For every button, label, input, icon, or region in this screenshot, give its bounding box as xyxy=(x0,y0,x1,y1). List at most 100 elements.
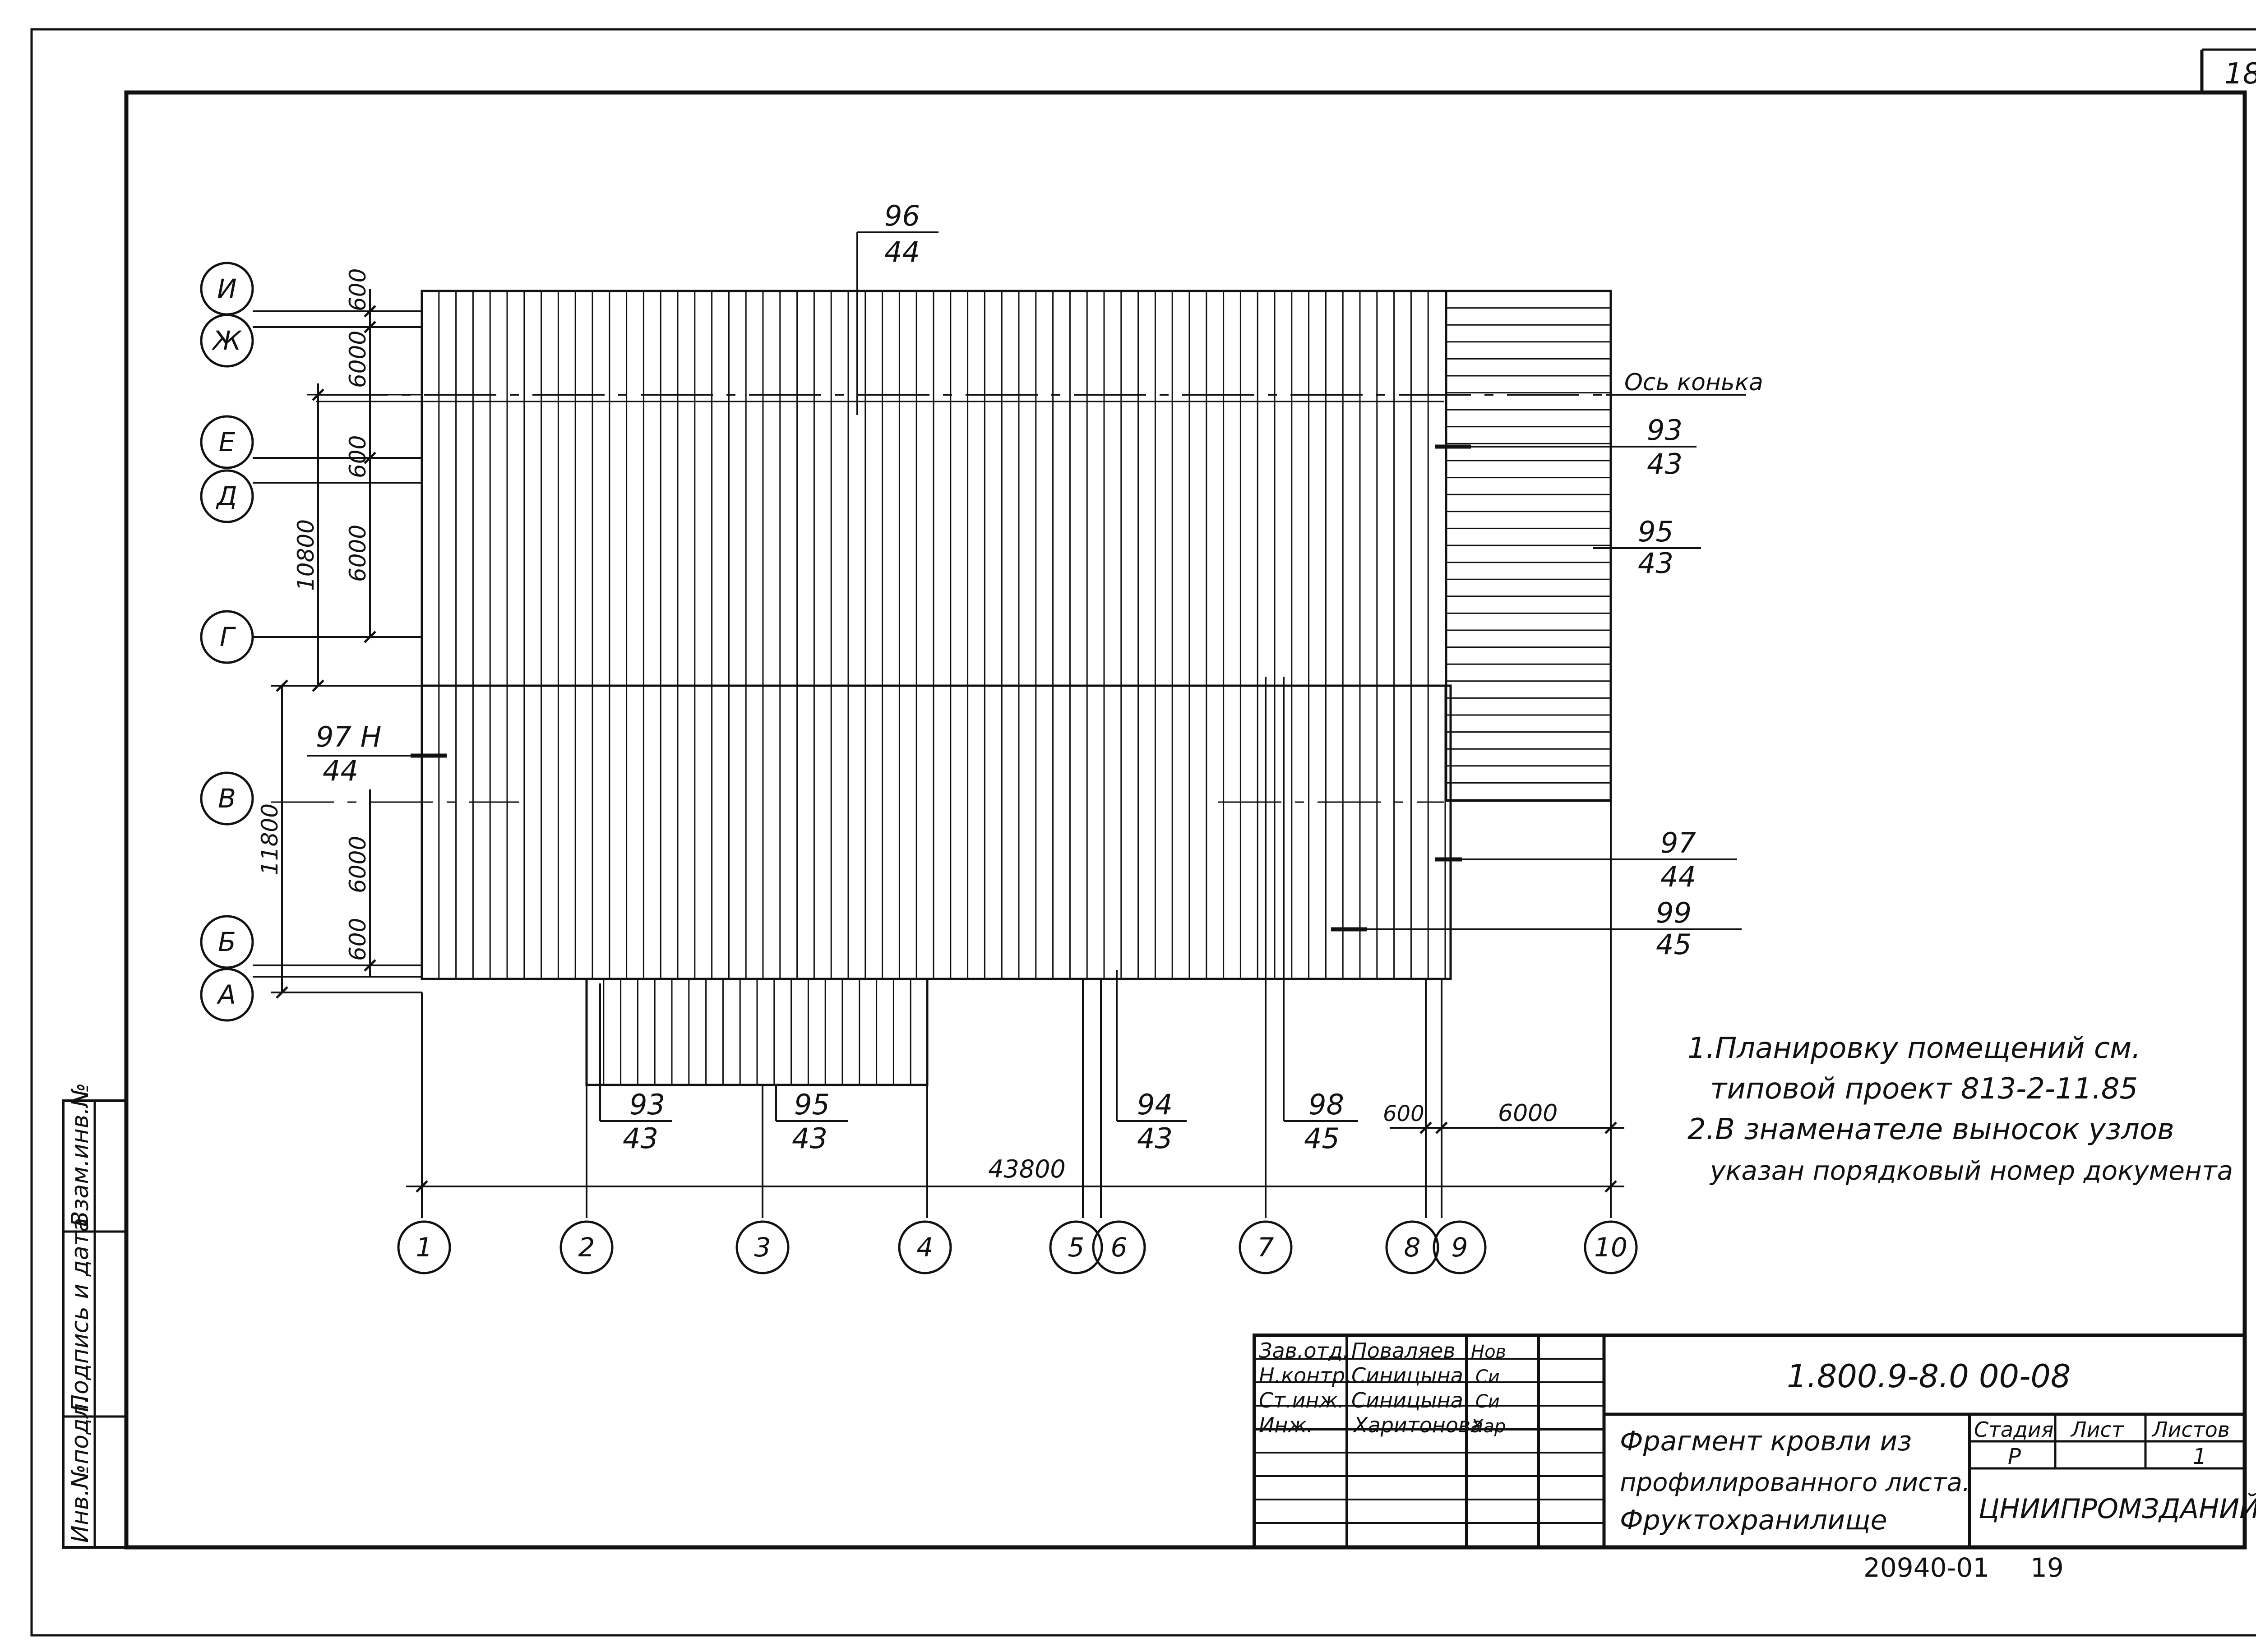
svg-text:9: 9 xyxy=(1452,1232,1468,1263)
axis-row-B: Б xyxy=(200,915,422,969)
footer-page: 19 xyxy=(2030,1552,2064,1583)
svg-text:5: 5 xyxy=(1068,1232,1085,1263)
callout-94-43: 94 43 xyxy=(1116,970,1187,1155)
svg-text:Синицына: Синицына xyxy=(1351,1388,1463,1412)
svg-text:43: 43 xyxy=(1638,547,1674,580)
svg-text:В: В xyxy=(218,783,236,814)
title-role-0: Зав.отд. Поваляев Нов xyxy=(1259,1338,1506,1363)
side-stamp-replace: Взам.инв.№ xyxy=(67,1083,94,1227)
org-name: ЦНИИПРОМЗДАНИЙ xyxy=(1979,1493,2256,1525)
axis-col-4: 4 xyxy=(898,1085,952,1274)
axis-row-Zh: Ж xyxy=(200,314,422,368)
svg-text:7: 7 xyxy=(1257,1232,1274,1263)
svg-text:43: 43 xyxy=(1647,448,1683,480)
axis-col-9: 9 xyxy=(1433,979,1487,1274)
svg-text:10: 10 xyxy=(1594,1232,1627,1263)
axis-row-G: Г xyxy=(200,610,422,664)
note-line-2: типовой проект 813-2-11.85 xyxy=(1710,1072,2138,1106)
svg-text:95: 95 xyxy=(794,1088,830,1121)
axis-col-8: 8 xyxy=(1385,979,1439,1274)
svg-text:6: 6 xyxy=(1111,1232,1128,1263)
sheet-number: 18 xyxy=(2224,57,2256,91)
ridge-label: Ось конька xyxy=(1624,369,1763,396)
callout-95-43-right: 95 43 xyxy=(1593,515,1701,580)
svg-text:Е: Е xyxy=(219,427,236,457)
axis-row-I: И xyxy=(200,262,422,316)
axis-col-3: 3 xyxy=(735,1085,790,1274)
svg-text:98: 98 xyxy=(1308,1088,1344,1121)
svg-text:43: 43 xyxy=(792,1122,828,1155)
svg-text:Ж: Ж xyxy=(212,325,242,356)
sheet-trim xyxy=(30,28,2256,1637)
callouts: 96 44 93 43 95 43 97 Н 44 97 44 xyxy=(307,199,1742,1155)
title-line-1: Фрагмент кровли из xyxy=(1620,1426,1912,1457)
dim-bottom-6000: 6000 xyxy=(1498,1100,1558,1127)
svg-text:Хар: Хар xyxy=(1470,1416,1506,1437)
axis-row-A: А xyxy=(200,968,422,1022)
svg-text:Инж.: Инж. xyxy=(1259,1413,1313,1437)
axis-row-D: Д xyxy=(200,469,422,523)
svg-text:93: 93 xyxy=(1647,414,1683,447)
callout-96-44: 96 44 xyxy=(856,199,938,415)
svg-text:44: 44 xyxy=(323,754,358,787)
dim-bottom-43800: 43800 xyxy=(988,1155,1066,1183)
svg-text:Синицына: Синицына xyxy=(1351,1363,1463,1388)
svg-text:Нов: Нов xyxy=(1471,1342,1506,1362)
sheet-header: Лист xyxy=(2070,1417,2124,1442)
svg-text:44: 44 xyxy=(884,235,920,268)
svg-text:45: 45 xyxy=(1304,1122,1340,1155)
drawing-frame xyxy=(124,90,2247,1550)
title-line-3: Фруктохранилище xyxy=(1620,1504,1887,1536)
roof-panel-stripes xyxy=(438,291,1611,1085)
sheets-value: 1 xyxy=(2193,1444,2207,1469)
svg-text:Си: Си xyxy=(1475,1391,1500,1412)
note-line-1: 1.Планировку помещений см. xyxy=(1687,1032,2141,1065)
axis-col-5: 5 xyxy=(1049,979,1103,1274)
svg-text:Харитонова: Харитонова xyxy=(1353,1413,1483,1437)
title-role-1: Н.контр. Синицына Си xyxy=(1259,1363,1500,1388)
notes: 1.Планировку помещений см. типовой проек… xyxy=(1687,1032,2233,1186)
title-role-2: Ст.инж. Синицына Си xyxy=(1259,1388,1500,1412)
svg-text:8: 8 xyxy=(1404,1232,1421,1263)
left-dimensions: 600 6000 600 6000 10800 11800 6000 600 xyxy=(257,268,422,999)
note-line-3: 2.В знаменателе выносок узлов xyxy=(1687,1113,2174,1146)
svg-text:97 Н: 97 Н xyxy=(316,720,381,753)
dim-left-10800: 10800 xyxy=(293,519,319,591)
callout-95-43-bottom: 95 43 xyxy=(775,1085,848,1155)
svg-text:94: 94 xyxy=(1137,1088,1173,1121)
dim-left-11800: 11800 xyxy=(257,803,283,875)
roof-lower-section xyxy=(421,684,1452,980)
svg-text:44: 44 xyxy=(1660,860,1696,893)
svg-text:1: 1 xyxy=(416,1232,433,1263)
svg-text:Б: Б xyxy=(218,927,236,957)
dim-bottom-600: 600 xyxy=(1383,1101,1424,1126)
footer-code: 20940-01 xyxy=(1863,1552,1989,1583)
svg-text:И: И xyxy=(217,273,236,304)
axis-col-1: 1 xyxy=(397,992,451,1274)
svg-text:93: 93 xyxy=(629,1088,665,1121)
doc-code: 1.800.9-8.0 00-08 xyxy=(1787,1358,2071,1395)
title-block: Зав.отд. Поваляев Нов Н.контр. Синицына … xyxy=(1253,1334,2256,1549)
svg-text:95: 95 xyxy=(1638,515,1674,548)
title-line-2: профилированного листа. xyxy=(1620,1468,1970,1497)
svg-text:Ст.инж.: Ст.инж. xyxy=(1259,1388,1345,1412)
svg-text:97: 97 xyxy=(1660,826,1696,859)
svg-text:4: 4 xyxy=(917,1232,934,1263)
callout-98-45: 98 45 xyxy=(1283,677,1358,1155)
row-axes: И Ж Е Д Г В Б xyxy=(200,262,422,1022)
svg-text:43: 43 xyxy=(623,1122,658,1155)
title-role-3: Инж. Харитонова Хар xyxy=(1259,1413,1506,1437)
side-stamp-sign: Подпись и дата xyxy=(67,1218,94,1412)
note-line-4: указан порядковый номер документа xyxy=(1709,1155,2233,1186)
side-stamp: Инв.№подл. Подпись и дата Взам.инв.№ xyxy=(62,1083,128,1549)
roof-plan: Ось конька xyxy=(271,290,1763,1086)
svg-text:Си: Си xyxy=(1475,1366,1500,1387)
stage-value: Р xyxy=(2008,1444,2021,1469)
callout-99-45: 99 45 xyxy=(1331,896,1742,961)
side-stamp-inv: Инв.№подл. xyxy=(67,1396,94,1543)
axis-col-10: 10 xyxy=(1584,801,1638,1274)
dim-left-600-bottom: 600 xyxy=(345,918,371,961)
svg-text:Поваляев: Поваляев xyxy=(1351,1338,1456,1363)
bottom-dimensions: 43800 600 6000 xyxy=(406,1100,1624,1193)
